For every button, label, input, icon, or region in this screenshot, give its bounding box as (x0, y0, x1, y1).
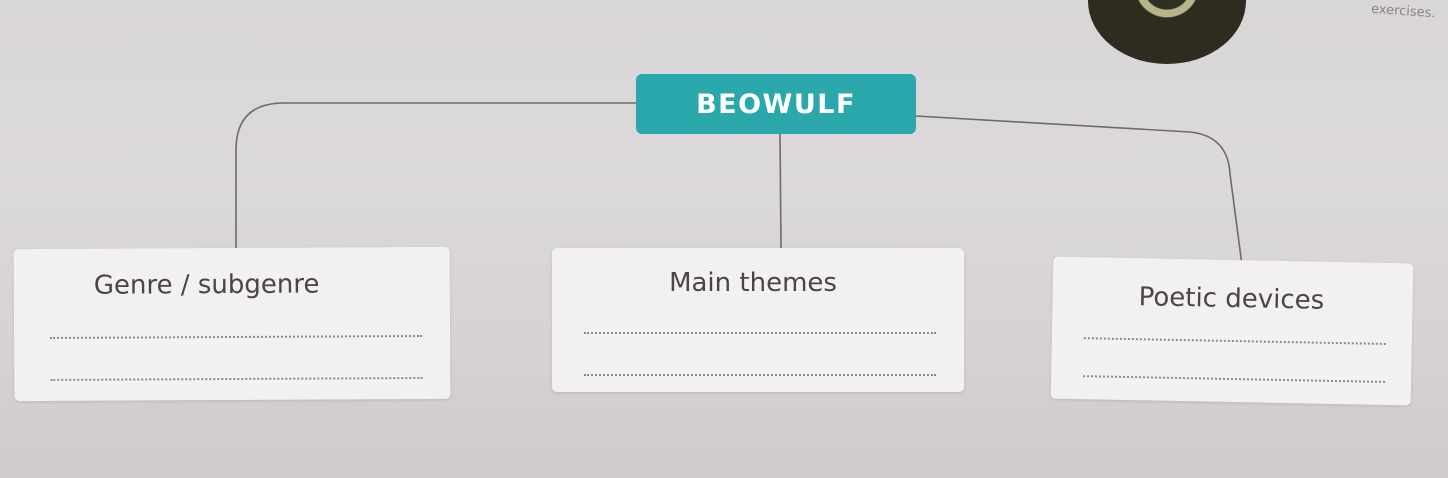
answer-line[interactable] (584, 332, 936, 334)
branch-label-genre: Genre / subgenre (93, 269, 320, 301)
branch-card-genre: Genre / subgenre (13, 246, 451, 402)
connector-right (915, 115, 1243, 266)
answer-line[interactable] (1083, 375, 1386, 383)
answer-line[interactable] (1083, 337, 1386, 345)
answer-line[interactable] (584, 374, 936, 376)
branch-card-themes: Main themes (552, 248, 964, 392)
branch-label-poetic: Poetic devices (1138, 282, 1325, 316)
connector-left (235, 102, 636, 249)
connector-center (779, 133, 782, 250)
diagram-title: BEOWULF (636, 74, 916, 134)
answer-line[interactable] (50, 377, 423, 381)
diagram-title-text: BEOWULF (696, 88, 856, 120)
branch-label-themes: Main themes (669, 268, 837, 298)
branch-card-poetic: Poetic devices (1050, 256, 1414, 406)
answer-line[interactable] (50, 335, 423, 339)
